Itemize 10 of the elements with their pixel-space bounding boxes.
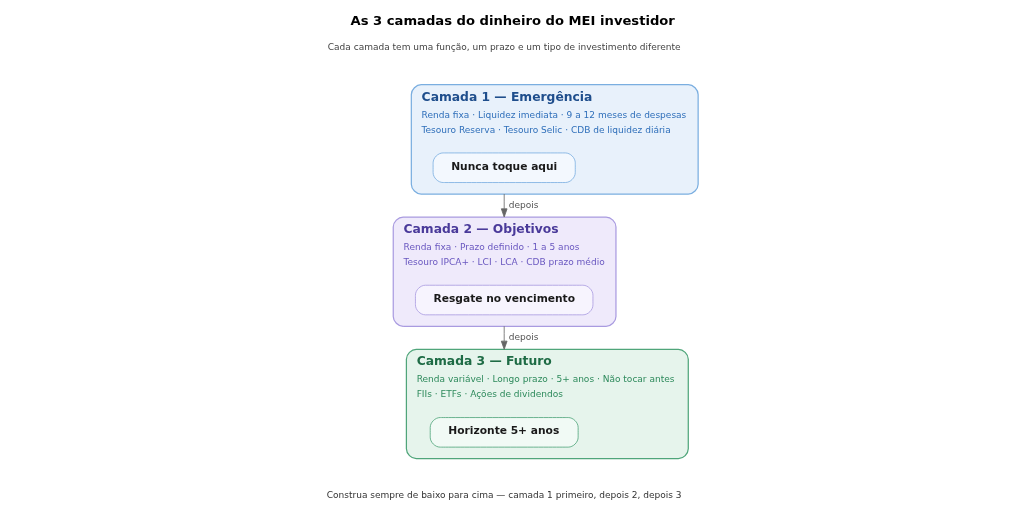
edge-label: depois [508,199,539,210]
edge-label: depois [508,332,539,343]
caption: Construa sempre de baixo para cima — camada 1 primeiro, depois 2, depois 3 [326,489,682,500]
diagram-title: As 3 camadas do dinheiro do MEI investidor [350,12,675,28]
node-box: Horizonte 5+ anos [429,417,579,448]
arrow [500,193,508,218]
node-box: Nunca toque aqui [432,152,576,183]
label: Cada camada tem uma função, um prazo e um tipo de investimento diferente [327,42,681,53]
node-box: Resgate no vencimento [415,284,594,316]
arrow [500,325,508,350]
